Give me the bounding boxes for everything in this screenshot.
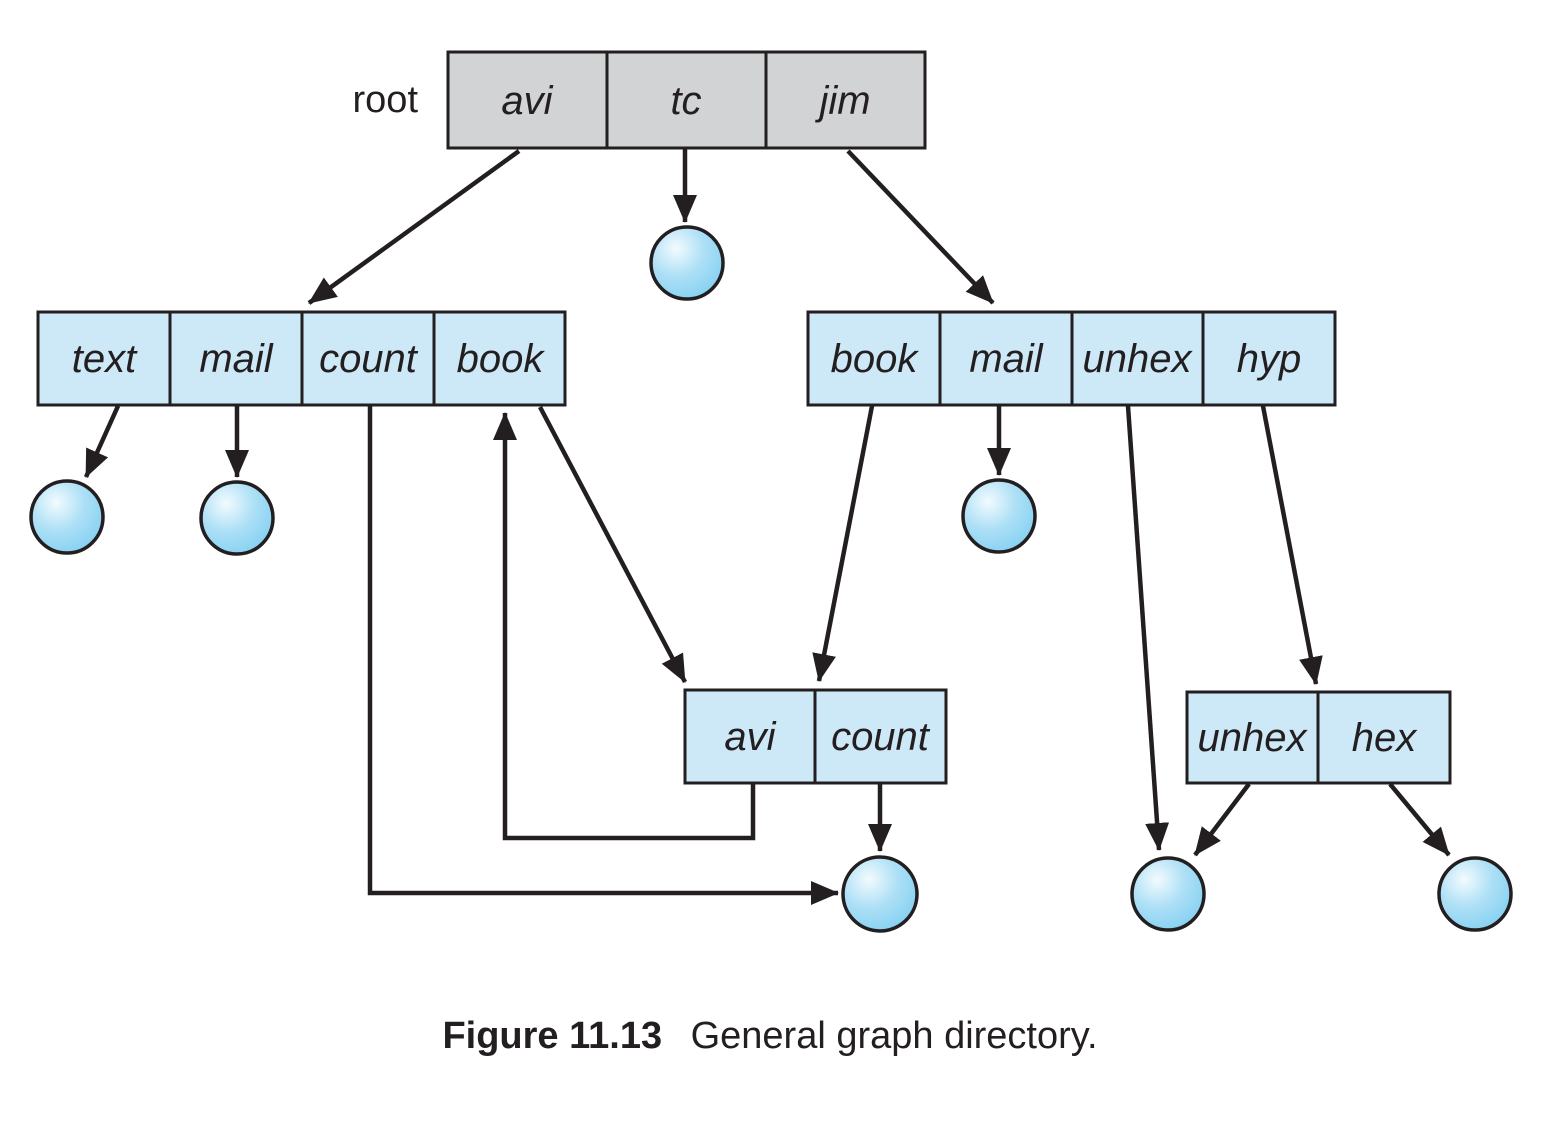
arrow-hyp-to-bottom-right-directory	[1260, 405, 1323, 685]
arrow-right-book-to-center-directory	[812, 405, 875, 682]
figure-caption-number: Figure 11.13	[442, 1015, 662, 1057]
right-cell-mail	[938, 310, 1074, 407]
left-cell-mail	[168, 310, 304, 407]
center-cell-avi-label: avi	[724, 715, 776, 759]
diagram-links	[83, 149, 1451, 905]
arrow-text-to-file	[83, 405, 121, 478]
arrow-hex-to-file	[1388, 782, 1451, 857]
file-circle-left-mail	[199, 480, 275, 556]
file-circle-tc	[649, 225, 725, 301]
left-cell-count	[300, 310, 436, 407]
right-cell-hyp-label: hyp	[1237, 337, 1302, 381]
left-cell-count-label: count	[319, 337, 419, 381]
bottom-cell-hex	[1316, 690, 1452, 785]
center-cell-count	[813, 688, 948, 785]
right-cell-unhex-label: unhex	[1083, 337, 1194, 381]
bottom-cell-hex-label: hex	[1352, 716, 1418, 760]
root-cell-jim-label: jim	[814, 79, 870, 123]
root-directory-label: root	[353, 79, 419, 121]
left-cell-book-label: book	[457, 337, 546, 381]
arrow-root-avi-to-left-directory	[307, 149, 521, 305]
center-cell-count-label: count	[831, 715, 931, 759]
file-circles	[29, 225, 1513, 933]
bottom-right-directory-box: unhex hex	[1185, 690, 1452, 785]
arrow-bottom-unhex-to-shared-file	[1193, 782, 1251, 857]
root-cell-tc-label: tc	[670, 79, 701, 123]
center-directory-box: avi count	[683, 688, 948, 785]
right-cell-mail-label: mail	[969, 337, 1043, 381]
arrow-left-book-to-center-directory	[538, 405, 687, 684]
arrow-center-avi-cycle-to-left-book	[493, 412, 756, 841]
right-cell-book	[806, 310, 942, 407]
left-cell-book	[432, 310, 567, 407]
left-directory-box: text mail count book	[36, 310, 567, 407]
arrow-left-count-to-shared-file	[367, 406, 839, 905]
arrow-right-unhex-to-shared-file	[1125, 405, 1170, 851]
left-cell-text	[36, 310, 172, 407]
right-cell-hyp	[1201, 310, 1337, 407]
root-cell-avi	[446, 50, 609, 150]
arrow-root-jim-to-right-directory	[846, 149, 995, 305]
root-cell-jim	[764, 50, 927, 150]
file-circle-hex	[1437, 856, 1513, 932]
figure-caption: Figure 11.13 General graph directory.	[442, 1015, 1097, 1057]
bottom-cell-unhex	[1185, 690, 1320, 785]
file-circle-shared-unhex	[1130, 856, 1206, 932]
root-cell-avi-label: avi	[501, 79, 553, 123]
file-circle-shared-count	[841, 855, 919, 933]
right-directory-box: book mail unhex hyp	[806, 310, 1337, 407]
root-directory-box: root avi tc jim	[353, 50, 927, 150]
bottom-cell-unhex-label: unhex	[1198, 716, 1309, 760]
left-cell-mail-label: mail	[199, 337, 273, 381]
center-cell-avi	[683, 688, 817, 785]
right-cell-book-label: book	[831, 337, 920, 381]
left-cell-text-label: text	[72, 337, 138, 381]
figure-caption-text: General graph directory.	[691, 1015, 1098, 1057]
file-circle-text	[29, 479, 105, 555]
file-circle-right-mail	[961, 478, 1037, 554]
